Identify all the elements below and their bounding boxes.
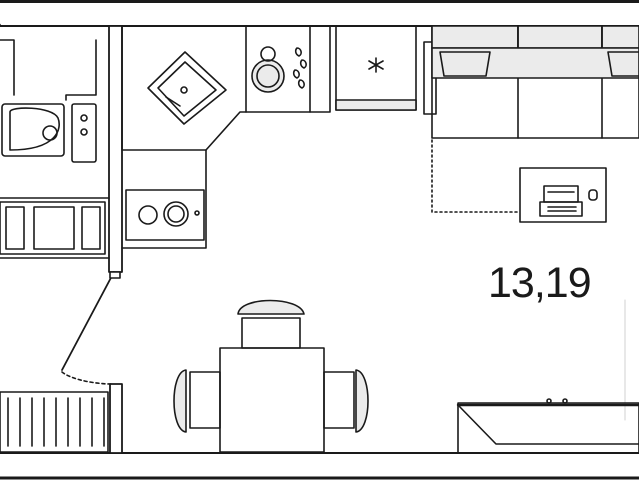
chair-icon bbox=[323, 369, 369, 433]
door-swing-icon bbox=[61, 271, 121, 385]
bathroom bbox=[0, 25, 123, 273]
bathroom-niche bbox=[0, 39, 15, 96]
sofa-icon bbox=[423, 25, 639, 139]
bathroom-partition-wall bbox=[108, 25, 123, 273]
bed-icon bbox=[456, 398, 639, 454]
entrance-hall bbox=[0, 383, 123, 454]
kitchen bbox=[121, 25, 417, 249]
area-label: 13,19 bbox=[488, 259, 592, 307]
bathtub-icon bbox=[0, 201, 106, 255]
laptop-icon bbox=[539, 185, 598, 217]
kitchen-sink-icon bbox=[147, 51, 227, 125]
hob-icon bbox=[125, 189, 205, 241]
pillow-icon bbox=[439, 51, 639, 77]
sink-icon bbox=[1, 103, 65, 157]
stove-icon bbox=[251, 46, 307, 93]
radiator-icon bbox=[0, 391, 109, 453]
desk-icon bbox=[519, 167, 607, 223]
table-icon bbox=[219, 347, 325, 453]
fridge-icon bbox=[335, 25, 417, 111]
toilet-icon bbox=[71, 103, 97, 163]
chair-icon bbox=[173, 369, 221, 433]
bathroom-niche-right bbox=[65, 39, 97, 101]
living-room bbox=[173, 25, 639, 454]
chair-icon bbox=[237, 299, 305, 349]
